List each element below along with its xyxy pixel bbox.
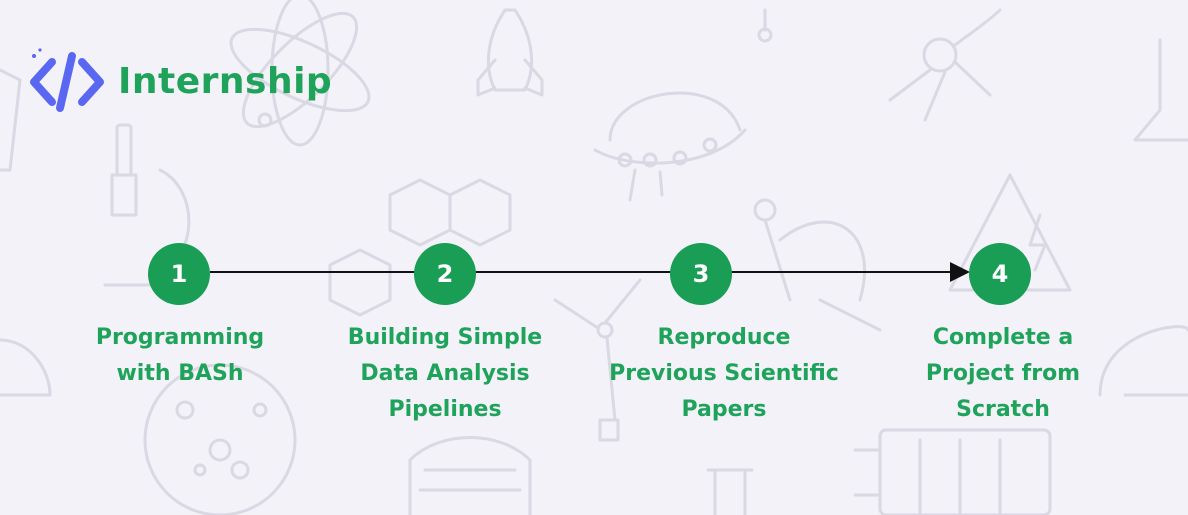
rocket-doodle-icon xyxy=(476,8,544,97)
step-3-label-line-2: Previous Scientific xyxy=(609,361,839,386)
battery-doodle-icon xyxy=(853,428,1052,515)
gauge-doodle-icon xyxy=(1098,325,1188,397)
step-2-label: Building Simple Data Analysis Pipelines xyxy=(315,320,575,428)
step-1-circle: 1 xyxy=(148,243,210,305)
step-4-label: Complete a Project from Scratch xyxy=(873,320,1133,428)
step-4-label-line-3: Scratch xyxy=(956,397,1050,422)
wind-turbine-doodle-icon xyxy=(553,278,642,442)
step-2-label-line-3: Pipelines xyxy=(388,397,502,422)
protractor-doodle-icon xyxy=(0,338,52,397)
radar-dish-doodle-icon xyxy=(753,198,882,332)
step-4-label-line-2: Project from xyxy=(925,361,1081,386)
step-1-label: Programming with BASh xyxy=(50,320,310,392)
step-1-label-line-2: with BASh xyxy=(116,361,244,386)
satellite-doodle-icon xyxy=(888,8,1002,122)
step-3-circle: 3 xyxy=(670,243,732,305)
pin-doodle-icon xyxy=(757,8,773,43)
test-tube-doodle-icon xyxy=(706,468,754,515)
header: Internship xyxy=(26,46,332,116)
step-3-label: Reproduce Previous Scientific Papers xyxy=(594,320,854,428)
molecule-doodle-icon xyxy=(328,178,512,317)
drum-doodle-icon xyxy=(408,436,532,515)
code-brackets-icon xyxy=(30,48,104,112)
beaker-doodle-icon xyxy=(0,68,22,172)
flask-doodle-icon xyxy=(1133,38,1188,142)
step-3-label-line-1: Reproduce xyxy=(657,325,791,350)
step-4-circle: 4 xyxy=(969,243,1031,305)
step-2-circle: 2 xyxy=(414,243,476,305)
petri-dish-doodle-icon xyxy=(143,363,297,515)
step-3-label-line-3: Papers xyxy=(681,397,767,422)
brand-title: Internship xyxy=(118,60,333,102)
step-2-label-line-2: Data Analysis xyxy=(360,361,530,386)
step-4-label-line-1: Complete a xyxy=(932,325,1074,350)
step-1-label-line-1: Programming xyxy=(95,325,265,350)
atom-doodle-icon xyxy=(229,0,371,147)
step-2-label-line-1: Building Simple xyxy=(347,325,543,350)
ufo-doodle-icon xyxy=(593,91,747,202)
